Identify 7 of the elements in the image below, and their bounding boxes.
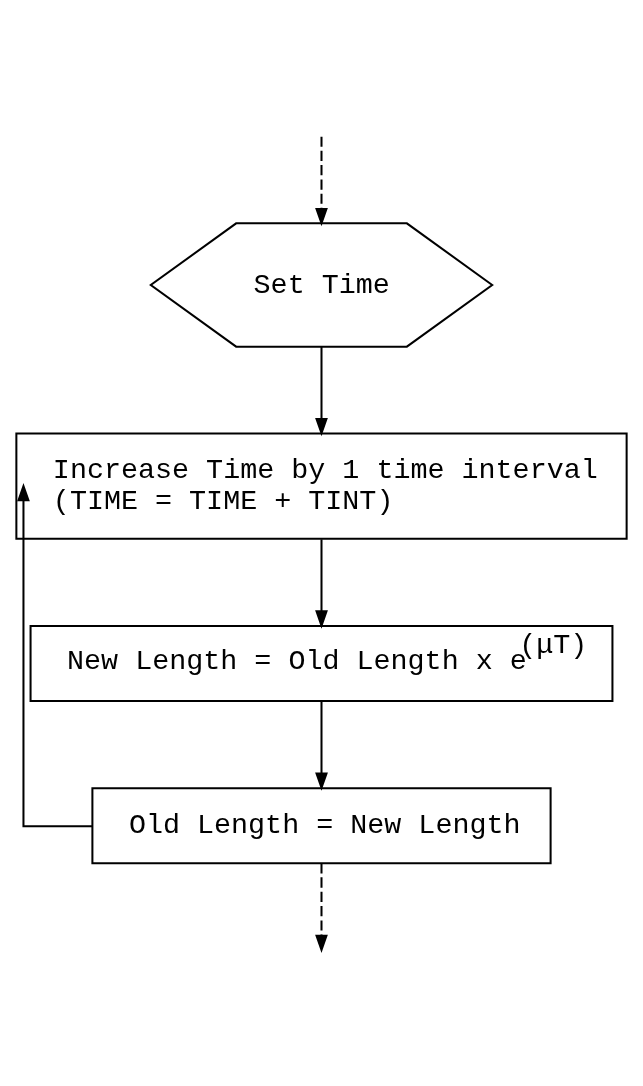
arrow: [315, 862, 328, 953]
node-box: Old Length = New Length: [91, 786, 552, 864]
arrow: [315, 136, 328, 226]
arrow: [315, 700, 328, 791]
arrow: [315, 345, 328, 436]
arrow: [17, 482, 93, 827]
arrow: [315, 538, 328, 629]
